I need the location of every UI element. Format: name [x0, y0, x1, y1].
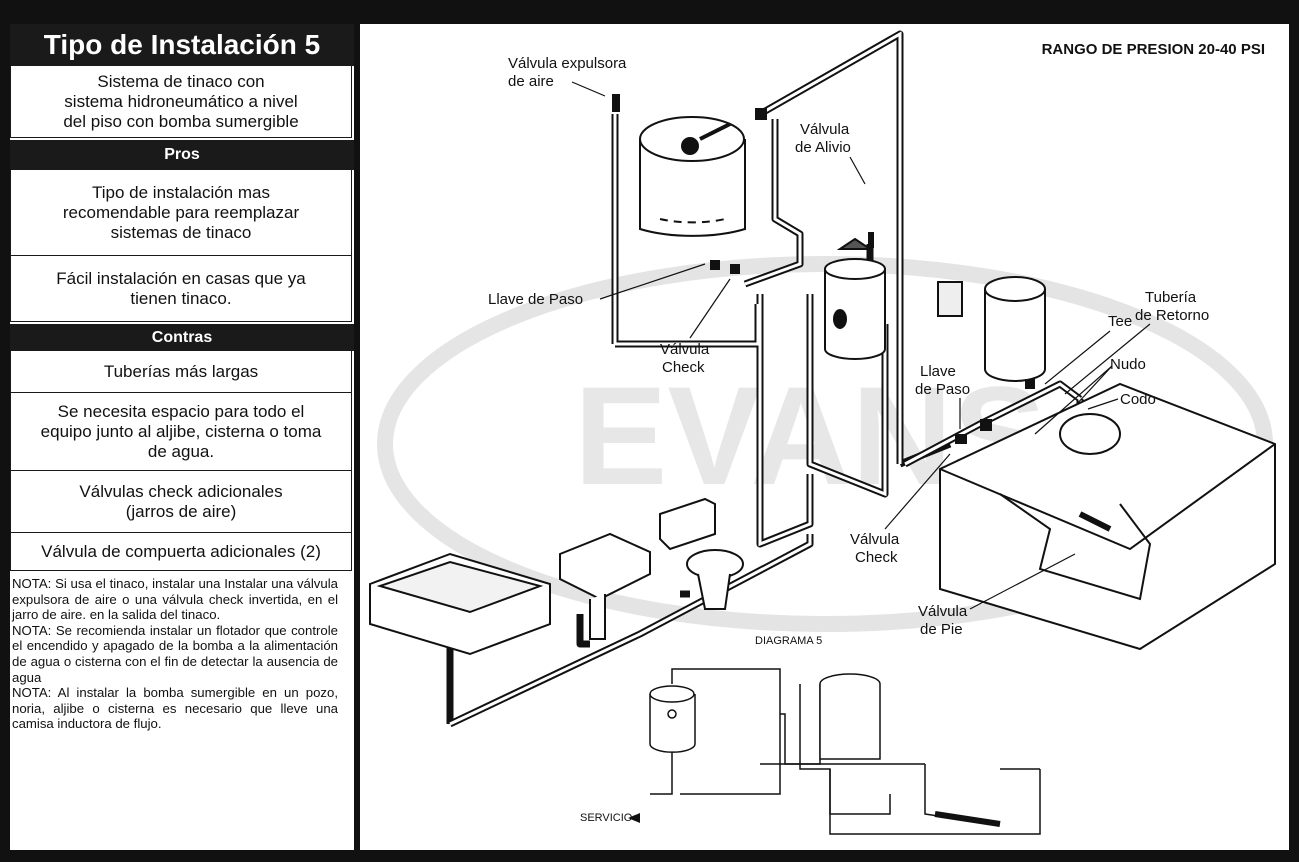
label-pie-1: Válvula — [918, 603, 968, 620]
label-llave-paso-right-2: de Paso — [915, 381, 970, 398]
note-1: NOTA: Si usa el tinaco, instalar una Ins… — [12, 576, 338, 623]
note-2: NOTA: Se recomienda instalar un flotador… — [12, 622, 338, 685]
diagram-panel: EVANS ® RANGO DE PRESION 20-40 PSI — [360, 24, 1289, 850]
label-air-valve-1: Válvula expulsora — [508, 55, 627, 72]
label-nudo: Nudo — [1110, 356, 1146, 373]
label-check-right-1: Válvula — [850, 531, 900, 548]
contras-item-1: Tuberías más largas — [10, 351, 352, 393]
label-retorno-1: Tubería — [1145, 289, 1197, 306]
pipes-inner — [449, 31, 1092, 726]
pros-item-2: Fácil instalación en casas que ya tienen… — [10, 256, 352, 322]
servicio-arrow-icon — [628, 813, 640, 823]
label-tee: Tee — [1108, 313, 1132, 330]
contras-item-3: Válvulas check adicionales (jarros de ai… — [10, 471, 352, 533]
installation-diagram: EVANS ® RANGO DE PRESION 20-40 PSI — [369, 30, 1276, 835]
label-llave-paso-left: Llave de Paso — [488, 291, 583, 308]
label-relief-1: Válvula — [800, 121, 850, 138]
label-retorno-2: de Retorno — [1135, 307, 1209, 324]
cistern — [939, 382, 1276, 651]
pros-item-1: Tipo de instalación mas recomendable par… — [10, 170, 352, 256]
contras-header: Contras — [10, 324, 354, 351]
label-llave-paso-right-1: Llave — [920, 363, 956, 380]
water-heater — [824, 237, 886, 360]
notes-block: NOTA: Si usa el tinaco, instalar una Ins… — [12, 576, 338, 732]
pressure-tank — [937, 276, 1046, 382]
installation-title: Tipo de Instalación 5 — [10, 24, 354, 66]
pros-header: Pros — [10, 140, 354, 170]
bathroom-sink — [559, 532, 651, 640]
laundry-sink — [369, 552, 551, 656]
installation-subtitle: Sistema de tinaco con sistema hidroneumá… — [10, 66, 352, 138]
label-check-left-2: Check — [662, 359, 705, 376]
roof-tank — [639, 116, 746, 237]
info-panel: Tipo de Instalación 5 Sistema de tinaco … — [10, 24, 354, 850]
pressure-range-label: RANGO DE PRESION 20-40 PSI — [1042, 41, 1265, 58]
note-3: NOTA: Al instalar la bomba sumergible en… — [12, 685, 338, 732]
contras-item-4: Válvula de compuerta adicionales (2) — [10, 533, 352, 571]
mini-schematic — [649, 668, 1041, 835]
toilet — [659, 497, 744, 610]
valves — [612, 94, 1035, 444]
label-air-valve-2: de aire — [508, 73, 554, 90]
label-codo: Codo — [1120, 391, 1156, 408]
label-pie-2: de Pie — [920, 621, 963, 638]
diagram-caption: DIAGRAMA 5 — [755, 635, 822, 647]
servicio-label: SERVICIO — [580, 812, 633, 824]
label-relief-2: de Alivio — [795, 139, 851, 156]
label-check-right-2: Check — [855, 549, 898, 566]
label-check-left-1: Válvula — [660, 341, 710, 358]
contras-item-2: Se necesita espacio para todo el equipo … — [10, 393, 352, 471]
